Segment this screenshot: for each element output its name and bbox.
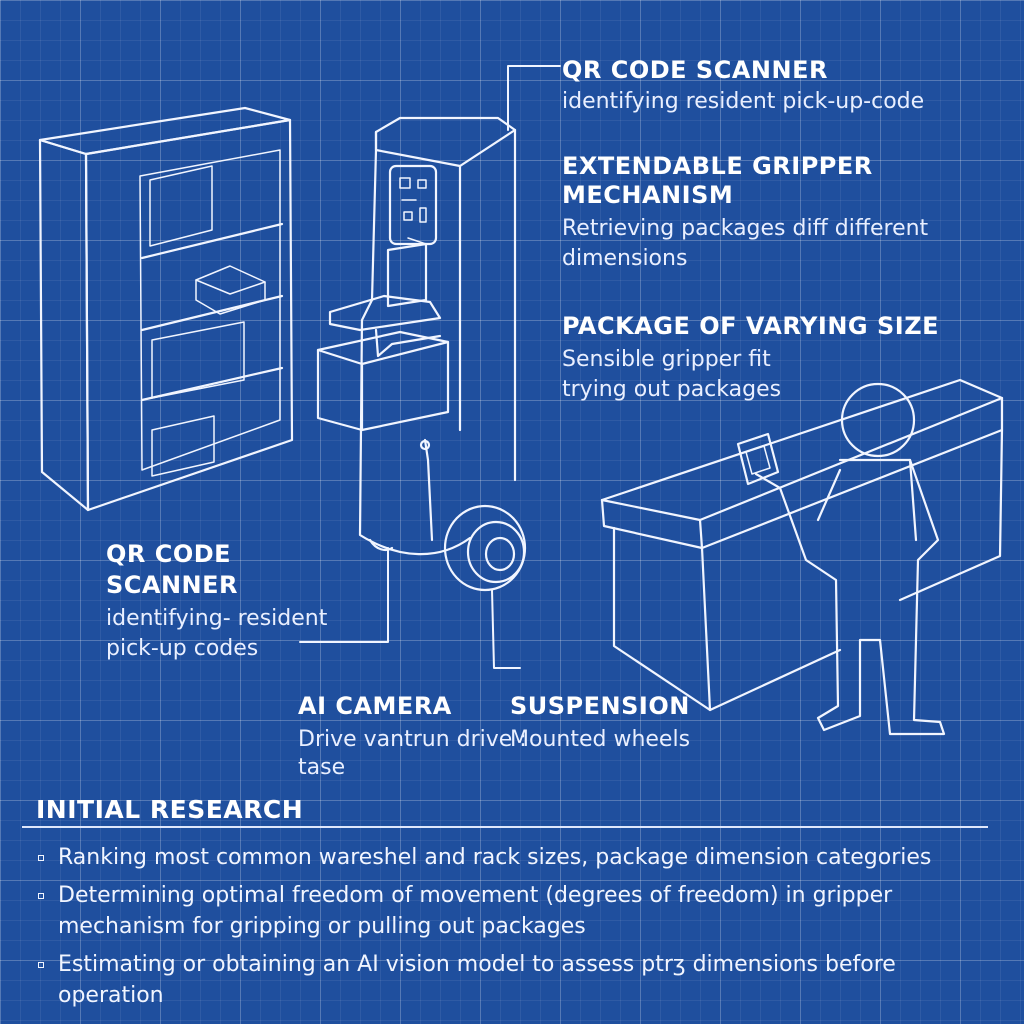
callout-desc: Mounted wheels bbox=[510, 726, 691, 752]
person-drawing bbox=[736, 382, 946, 736]
package-callout: PACKAGE OF VARYING SIZE Sensible gripper… bbox=[562, 312, 939, 404]
bullet-icon bbox=[38, 962, 44, 968]
callout-title: SUSPENSION bbox=[510, 692, 690, 720]
list-item-text: Ranking most common wareshel and rack si… bbox=[58, 845, 932, 870]
bullet-icon bbox=[38, 855, 44, 861]
callout-desc-line1: Drive vantrun drive : bbox=[298, 726, 527, 752]
callout-title: AI CAMERA bbox=[298, 692, 452, 720]
callout-title-line2: MECHANISM bbox=[562, 180, 734, 209]
ai-camera-callout: AI CAMERA Drive vantrun drive : tase bbox=[298, 692, 527, 782]
qr-scanner-top-callout: QR CODE SCANNER identifying resident pic… bbox=[562, 56, 924, 115]
suspension-callout: SUSPENSION Mounted wheels bbox=[510, 692, 690, 753]
callout-desc-line1: Retrieving packages diff different bbox=[562, 215, 929, 241]
counter-drawing bbox=[600, 378, 1004, 712]
phone-icon bbox=[736, 432, 780, 486]
callout-desc: identifying resident pick-up-code bbox=[562, 88, 925, 114]
callout-desc-line2: trying out packages bbox=[562, 377, 782, 403]
bullet-icon bbox=[38, 893, 44, 899]
callout-title-line1: QR CODE bbox=[106, 540, 232, 568]
callout-title-line2: SCANNER bbox=[106, 570, 239, 599]
gripper-callout: EXTENDABLE GRIPPER MECHANISM Retrieving … bbox=[562, 152, 928, 272]
section-divider bbox=[22, 826, 988, 828]
list-item: Estimating or obtaining an AI vision mod… bbox=[36, 949, 986, 1011]
list-item: Determining optimal freedom of movement … bbox=[36, 880, 986, 942]
callout-title-line1: EXTENDABLE GRIPPER bbox=[562, 152, 873, 180]
callout-desc-line2: tase bbox=[298, 755, 346, 781]
research-title: INITIAL RESEARCH bbox=[36, 795, 304, 824]
callout-desc-line2: pick-up codes bbox=[106, 635, 259, 661]
robot-drawing bbox=[316, 116, 527, 592]
callout-title: PACKAGE OF VARYING SIZE bbox=[562, 312, 939, 340]
shelf-drawing bbox=[38, 106, 294, 512]
list-item: Ranking most common wareshel and rack si… bbox=[36, 842, 986, 873]
leader-lines bbox=[299, 65, 561, 669]
callout-desc-line1: Sensible gripper fit bbox=[562, 346, 771, 372]
list-item-text: Estimating or obtaining an AI vision mod… bbox=[58, 952, 896, 1008]
list-item-text: Determining optimal freedom of movement … bbox=[58, 883, 893, 939]
callout-title: QR CODE SCANNER bbox=[562, 56, 828, 84]
qr-scanner-left-callout: QR CODE SCANNER identifying- resident pi… bbox=[106, 540, 327, 662]
callout-desc-line2: dimensions bbox=[562, 245, 688, 271]
callout-desc-line1: identifying- resident bbox=[106, 605, 328, 631]
research-list: Ranking most common wareshel and rack si… bbox=[36, 842, 986, 1018]
qr-code-icon bbox=[388, 164, 438, 246]
